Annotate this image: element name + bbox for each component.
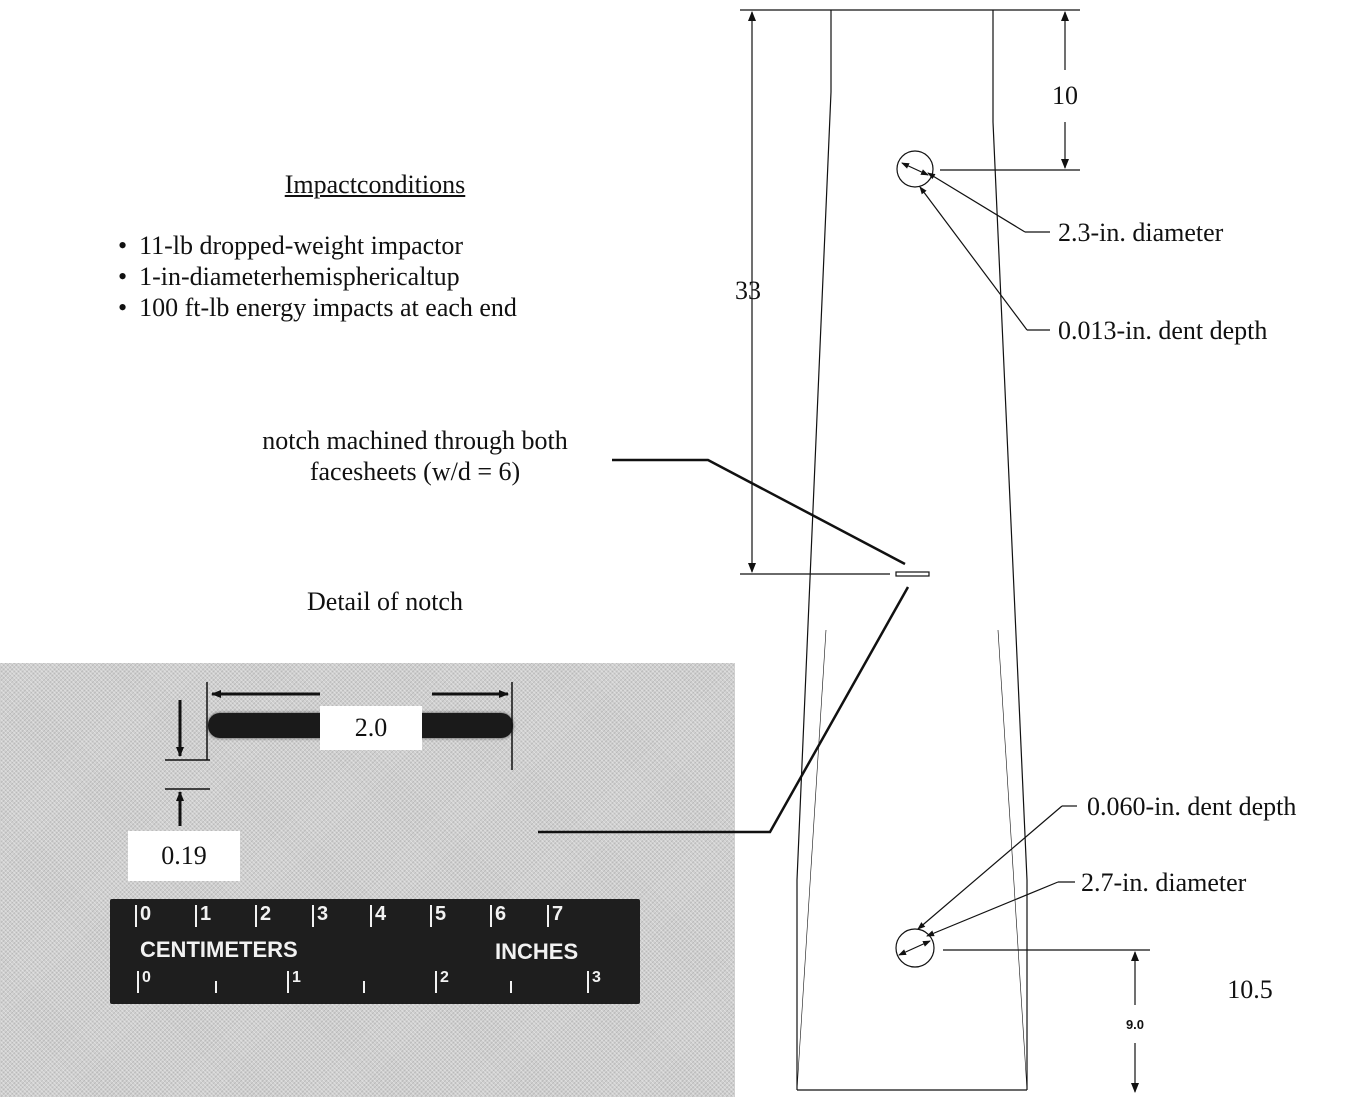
cm-tick: 0 — [134, 903, 152, 927]
cm-tick: 3 — [311, 903, 329, 927]
leader-notch-label — [612, 458, 906, 566]
impact-conditions-title: Impactconditions — [284, 170, 466, 199]
dimension-10-5: 10.5 — [1227, 975, 1273, 1004]
cm-tick: 5 — [429, 903, 447, 927]
impact-bullet: 11-lb dropped-weight impactor — [118, 230, 517, 261]
leader-lower-dent — [917, 805, 1063, 930]
upper-impact-damage — [896, 150, 934, 188]
leader-upper-dent — [919, 186, 1028, 331]
inch-tick: 2 — [435, 969, 449, 997]
leader-lower-diameter — [926, 881, 1059, 937]
lower-dent-label: 0.060-in. dent depth — [1087, 792, 1296, 821]
lower-diameter-label: 2.7-in. diameter — [1081, 868, 1247, 897]
specimen-outline-right — [992, 10, 1028, 1090]
scale-ruler: 0 1 2 3 4 5 6 7 CENTIMETERS INCHES 0 1 2… — [110, 899, 640, 1004]
centimeters-label: CENTIMETERS — [140, 937, 298, 962]
cm-tick: 4 — [369, 903, 387, 927]
leader-upper-diameter — [927, 172, 1026, 233]
cm-tick: 2 — [254, 903, 272, 927]
lower-impact-damage — [895, 928, 935, 968]
half-inch-tick — [510, 981, 512, 993]
half-inch-tick — [363, 981, 365, 993]
half-inch-tick — [215, 981, 217, 993]
notch-symbol — [895, 571, 930, 577]
upper-dent-label: 0.013-in. dent depth — [1058, 316, 1267, 345]
cm-tick: 1 — [194, 903, 212, 927]
specimen-outline-left — [796, 10, 832, 1090]
impact-conditions-list: 11-lb dropped-weight impactor 1-in-diame… — [118, 230, 517, 323]
notch-label: notch machined through both facesheets (… — [262, 426, 568, 486]
impact-bullet: 1-in-diameterhemisphericaltup — [118, 261, 517, 292]
cm-tick: 7 — [546, 903, 564, 927]
inch-tick: 0 — [137, 969, 151, 997]
impact-bullet: 100 ft-lb energy impacts at each end — [118, 292, 517, 323]
dimension-9: 9.0 — [1126, 1017, 1144, 1032]
dimension-33: 33 — [735, 276, 761, 305]
inches-label: INCHES — [495, 939, 579, 964]
dimension-10: 10 — [1052, 81, 1078, 110]
detail-of-notch-label: Detail of notch — [307, 587, 463, 616]
inch-tick: 1 — [287, 969, 301, 997]
inch-tick: 3 — [587, 969, 601, 997]
notch-height-dimension: 0.19 — [128, 831, 240, 881]
notch-width-dimension: 2.0 — [320, 706, 422, 750]
notch-detail-photo: 2.0 0.19 0 1 2 3 4 5 6 7 CENTIMETERS INC… — [0, 663, 735, 1097]
upper-diameter-label: 2.3-in. diameter — [1058, 218, 1224, 247]
leader-notch-detail — [538, 586, 910, 834]
cm-tick: 6 — [489, 903, 507, 927]
